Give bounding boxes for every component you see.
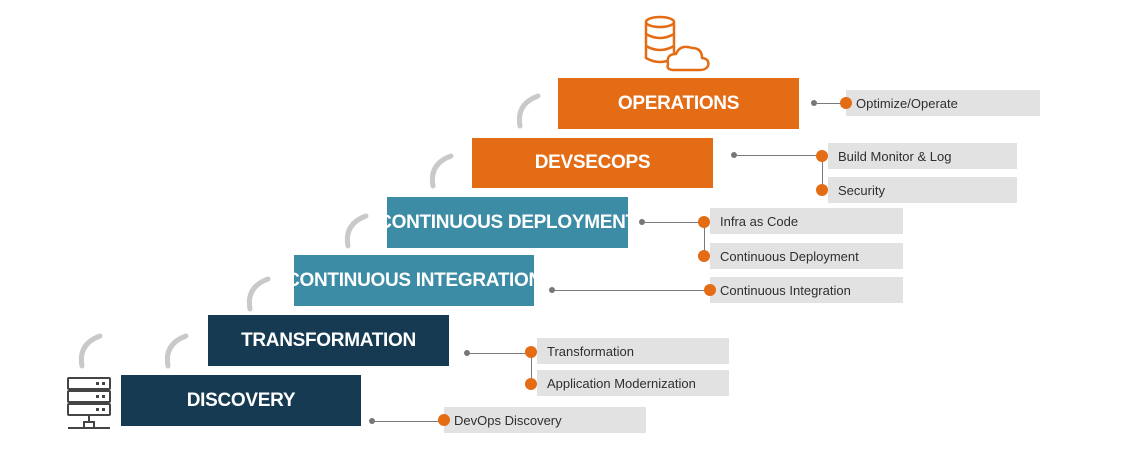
tag-transformation: Transformation bbox=[537, 338, 729, 364]
step-continuous-deployment: CONTINUOUS DEPLOYMENT bbox=[378, 197, 637, 248]
connector-line bbox=[734, 155, 822, 156]
database-cloud-icon bbox=[640, 12, 712, 74]
item-dot bbox=[840, 97, 852, 109]
server-rack-icon bbox=[64, 376, 114, 432]
step-label: TRANSFORMATION bbox=[241, 329, 416, 351]
connector-line bbox=[642, 222, 704, 223]
item-dot bbox=[704, 284, 716, 296]
curved-arrow-icon bbox=[340, 210, 374, 250]
item-dot bbox=[698, 250, 710, 262]
tag-build-monitor-log: Build Monitor & Log bbox=[828, 143, 1017, 169]
tag-security: Security bbox=[828, 177, 1017, 203]
step-discovery: DISCOVERY bbox=[121, 375, 361, 426]
step-label: DEVSECOPS bbox=[534, 152, 651, 173]
step-label: DISCOVERY bbox=[186, 389, 296, 411]
connector-line bbox=[467, 353, 531, 354]
step-label: CONTINUOUS DEPLOYMENT bbox=[378, 211, 637, 233]
step-continuous-integration: CONTINUOUS INTEGRATION bbox=[286, 255, 542, 306]
connector-branch bbox=[704, 222, 705, 256]
step-operations: OPERATIONS bbox=[558, 78, 799, 129]
step-label: CONTINUOUS INTEGRATION bbox=[286, 269, 542, 291]
item-dot bbox=[525, 346, 537, 358]
step-label: OPERATIONS bbox=[617, 92, 740, 114]
tag-continuous-integration: Continuous Integration bbox=[710, 277, 903, 303]
tag-devops-discovery: DevOps Discovery bbox=[444, 407, 646, 433]
connector-line bbox=[552, 290, 710, 291]
item-dot bbox=[816, 184, 828, 196]
step-devsecops: DEVSECOPS bbox=[472, 138, 713, 188]
item-dot bbox=[438, 414, 450, 426]
curved-arrow-icon bbox=[242, 273, 276, 313]
curved-arrow-icon bbox=[160, 330, 194, 370]
tag-continuous-deployment: Continuous Deployment bbox=[710, 243, 903, 269]
item-dot bbox=[698, 216, 710, 228]
curved-arrow-icon bbox=[512, 90, 546, 130]
connector-branch bbox=[531, 353, 532, 384]
curved-arrow-icon bbox=[425, 150, 459, 190]
connector-branch bbox=[822, 155, 823, 189]
tag-infra-as-code: Infra as Code bbox=[710, 208, 903, 234]
connector-line bbox=[814, 103, 844, 104]
curved-arrow-icon bbox=[74, 330, 108, 370]
connector-line bbox=[372, 421, 444, 422]
item-dot bbox=[816, 150, 828, 162]
tag-optimize-operate: Optimize/Operate bbox=[846, 90, 1040, 116]
tag-application-modernization: Application Modernization bbox=[537, 370, 729, 396]
step-transformation: TRANSFORMATION bbox=[208, 315, 449, 366]
item-dot bbox=[525, 378, 537, 390]
